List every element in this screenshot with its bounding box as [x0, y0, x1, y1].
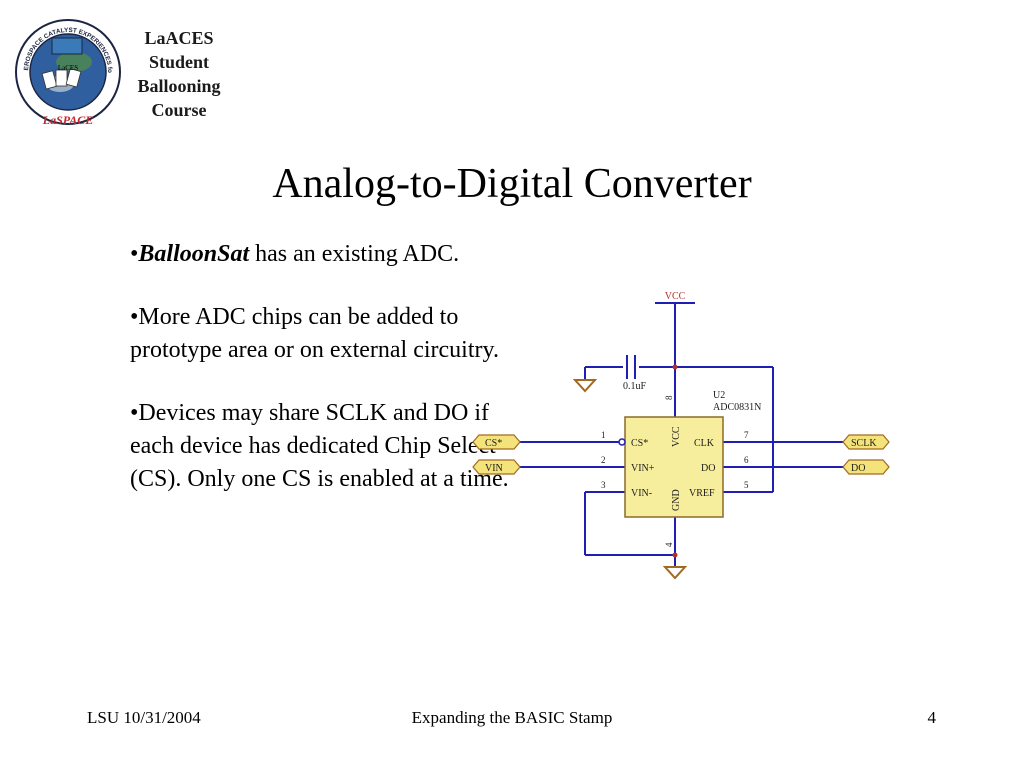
pin-label-vref: VREF [689, 488, 715, 499]
pin-label-vinn: VIN- [631, 488, 652, 499]
footer-title: Expanding the BASIC Stamp [411, 708, 613, 727]
port-sclk: SCLK [842, 434, 890, 450]
course-name: LaACES Student Ballooning Course [126, 26, 232, 122]
pin-number: 7 [744, 430, 749, 440]
capacitor [623, 355, 639, 379]
vcc-power-label: VCC [665, 291, 686, 302]
laspace-logo: LaCES LOUISIANA AEROSPACE CATALYST EXPER… [14, 12, 121, 127]
pin-number: 5 [744, 480, 749, 490]
slide-title: Analog-to-Digital Converter [272, 161, 752, 207]
junction-dot [672, 364, 678, 370]
port-label: DO [851, 463, 865, 474]
pin-label-clk: CLK [694, 438, 715, 449]
chip-ref-label: U2 [713, 390, 725, 401]
bullet-item: •Devices may share SCLK and DO if each d… [130, 400, 509, 492]
wires [520, 302, 843, 567]
bullet-item: •BalloonSat has an existing ADC. [130, 241, 460, 267]
course-line: Course [151, 100, 207, 120]
logo-bottom-text: LaSPACE [42, 113, 93, 127]
slide-number: 4 [927, 708, 937, 727]
bullet-emphasis: BalloonSat [138, 241, 250, 267]
pin-label-vinp: VIN+ [631, 463, 655, 474]
active-low-bubble [618, 438, 626, 446]
port-do: DO [842, 459, 890, 475]
port-cs: CS* [472, 434, 521, 450]
course-line: Ballooning [137, 76, 221, 96]
pin-label-gnd: GND [671, 489, 682, 511]
bullet-list: •BalloonSat has an existing ADC. •More A… [130, 238, 520, 526]
pin-number: 6 [744, 455, 749, 465]
capacitor-label: 0.1uF [623, 381, 647, 392]
logo-center-text: LaCES [58, 64, 78, 72]
pin-number: 1 [601, 430, 606, 440]
ground-icon [572, 379, 598, 393]
adc-chip [624, 416, 724, 518]
earth-globe [29, 33, 107, 111]
port-label: SCLK [851, 438, 877, 449]
port-label: CS* [485, 438, 502, 449]
chip-part-label: ADC0831N [713, 402, 761, 413]
course-line: Student [148, 52, 210, 72]
pin-number: 8 [664, 395, 674, 400]
pin-number: 2 [601, 455, 606, 465]
bullet-item: •More ADC chips can be added to prototyp… [130, 304, 499, 363]
pin-label-do: DO [701, 463, 715, 474]
pin-label-cs: CS* [631, 438, 648, 449]
adc-schematic: 0.1uF VCC U2 ADC0831N CS* VIN+ VIN- CLK … [472, 291, 890, 580]
ground-icon [662, 566, 688, 580]
pin-number: 4 [664, 542, 674, 547]
pin-label-vcc: VCC [671, 426, 682, 447]
pin-number: 3 [601, 480, 606, 490]
port-label: VIN [485, 463, 503, 474]
course-line: LaACES [144, 28, 214, 48]
junction-dot [672, 552, 678, 558]
port-vin: VIN [472, 459, 521, 475]
footer-date: LSU 10/31/2004 [87, 708, 201, 727]
